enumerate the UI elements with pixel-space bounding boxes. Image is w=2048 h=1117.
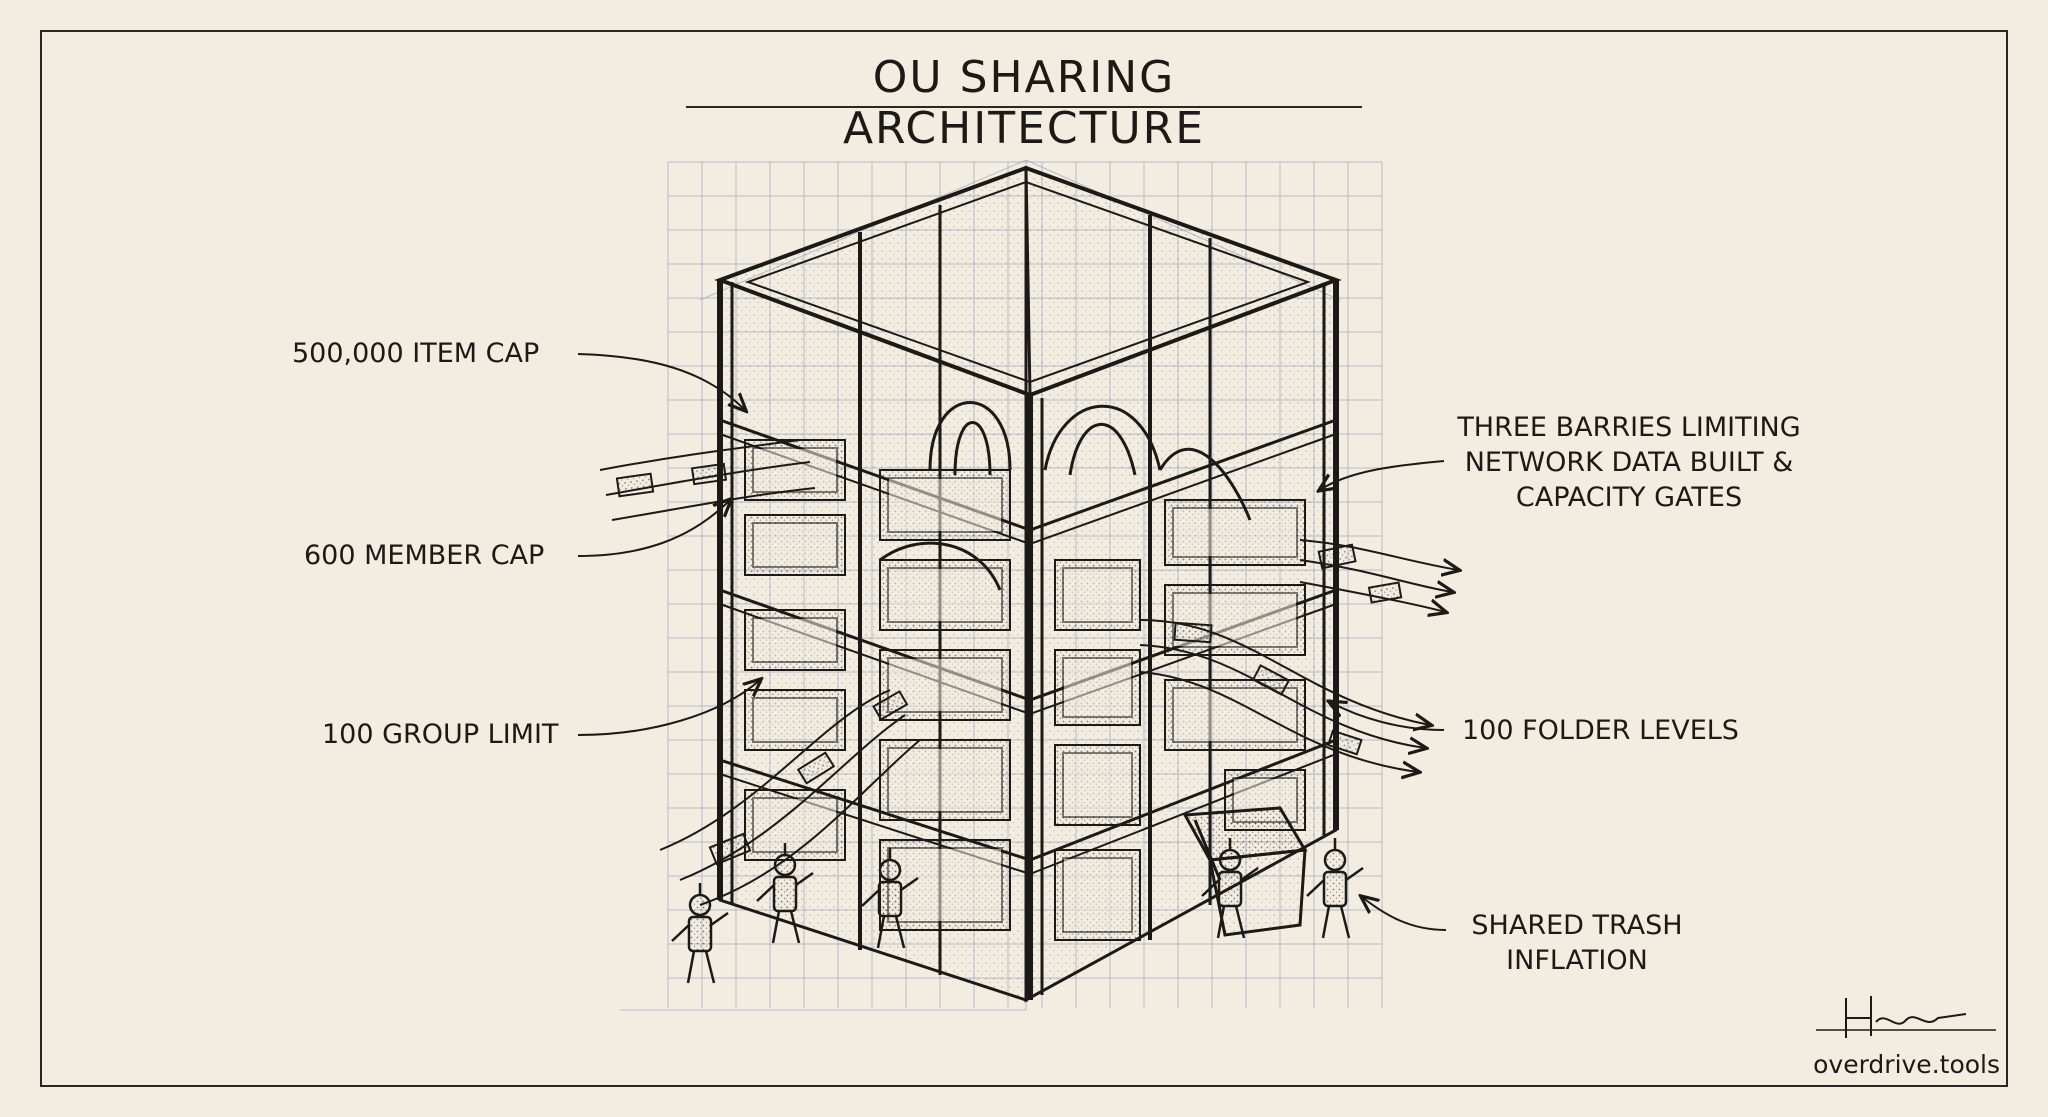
label-item-cap: 500,000 ITEM CAP <box>292 336 539 371</box>
label-barries-line-3: CAPACITY GATES <box>1444 480 1814 515</box>
label-trash-line-1: SHARED TRASH <box>1452 908 1702 943</box>
label-shared-trash: SHARED TRASH INFLATION <box>1452 908 1702 978</box>
label-barries-line-1: THREE BARRIES LIMITING <box>1444 410 1814 445</box>
label-group-limit: 100 GROUP LIMIT <box>322 717 558 752</box>
label-trash-line-2: INFLATION <box>1452 943 1702 978</box>
artist-signature <box>1816 992 1996 1042</box>
label-barries: THREE BARRIES LIMITING NETWORK DATA BUIL… <box>1444 410 1814 515</box>
label-barries-line-2: NETWORK DATA BUILT & <box>1444 445 1814 480</box>
label-folder-levels: 100 FOLDER LEVELS <box>1462 713 1739 748</box>
brand-watermark: overdrive.tools <box>1800 1050 2000 1079</box>
label-member-cap: 600 MEMBER CAP <box>304 538 544 573</box>
